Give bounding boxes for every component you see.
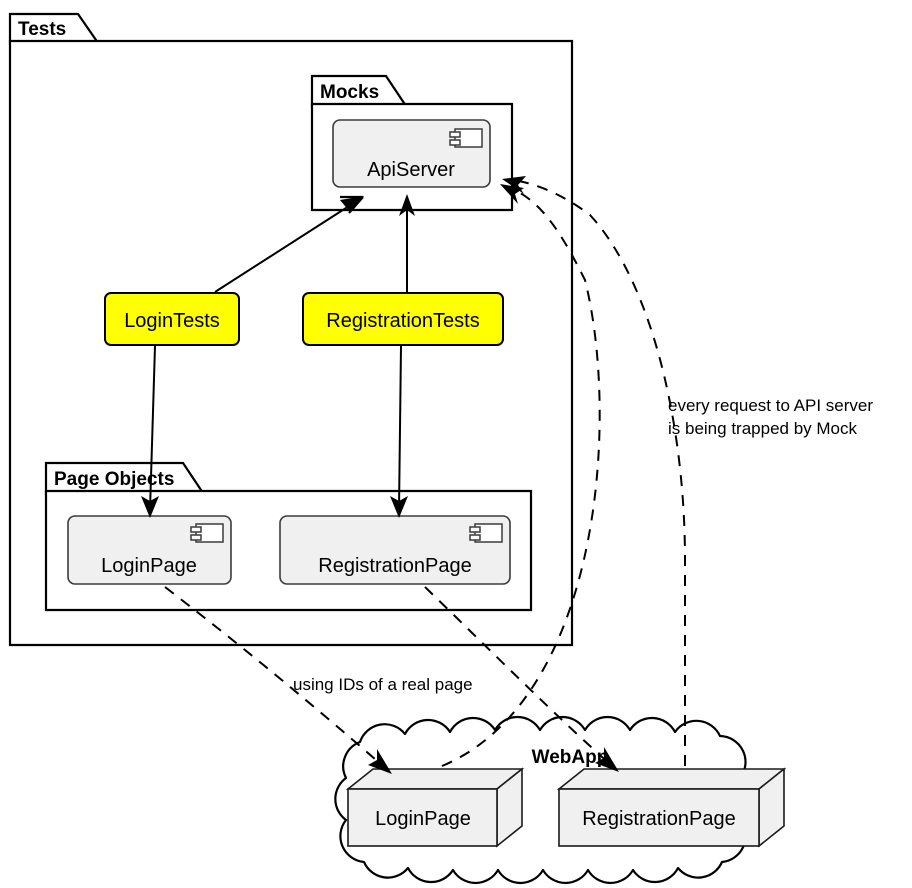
component-icon (469, 523, 503, 543)
component-api-server[interactable]: ApiServer (332, 119, 491, 188)
annotation-using-ids: using IDs of a real page (293, 675, 473, 694)
component-registration-page-po[interactable]: RegistrationPage (279, 515, 511, 585)
test-node-login-tests-label: LoginTests (124, 310, 220, 332)
svg-text:is being trapped by Mock: is being trapped by Mock (668, 419, 857, 438)
cloud-webapp-label: WebApp (532, 747, 609, 768)
component-registration-page-po-label: RegistrationPage (318, 555, 471, 577)
node3d-login-page-web-front (347, 788, 498, 847)
package-page-objects-label: Page Objects (54, 469, 174, 490)
node3d-registration-page-web[interactable]: RegistrationPage (556, 767, 787, 848)
edge-registration-page-po-to-web (424, 586, 619, 772)
test-node-registration-tests-box (302, 292, 504, 346)
edge-login-tests-to-api-server (214, 195, 364, 293)
test-node-login-tests[interactable]: LoginTests (104, 292, 240, 346)
package-tests-label: Tests (18, 19, 66, 40)
component-icon (449, 128, 483, 148)
test-node-login-tests-box (104, 292, 240, 346)
test-node-registration-tests[interactable]: RegistrationTests (302, 292, 504, 346)
node3d-registration-page-web-label: RegistrationPage (582, 808, 735, 830)
node3d-registration-page-web-top (556, 768, 787, 790)
annotation-api-trapped: every request to API server is being tra… (668, 396, 873, 438)
node3d-login-page-web-top (345, 768, 525, 790)
node3d-login-page-web-label: LoginPage (375, 808, 471, 830)
svg-text:using IDs of a real page: using IDs of a real page (293, 675, 473, 694)
edge-registration-page-web-to-api-server (502, 176, 686, 766)
package-mocks-label: Mocks (320, 82, 379, 103)
edge-registration-tests-to-api-server (399, 194, 415, 292)
edge-login-tests-to-login-page-po (141, 345, 159, 518)
test-node-registration-tests-label: RegistrationTests (326, 310, 479, 332)
node3d-registration-page-web-front (558, 788, 760, 847)
component-registration-page-po-box (279, 515, 511, 585)
component-api-server-label: ApiServer (367, 159, 455, 181)
svg-text:every request to API server: every request to API server (668, 396, 873, 415)
node3d-login-page-web[interactable]: LoginPage (345, 767, 525, 848)
edge-registration-tests-to-registration-page-po (390, 345, 408, 518)
edge-login-page-po-to-web (164, 586, 392, 774)
component-login-page-po-label: LoginPage (101, 555, 197, 577)
component-login-page-po[interactable]: LoginPage (67, 515, 232, 585)
component-icon (190, 523, 224, 543)
